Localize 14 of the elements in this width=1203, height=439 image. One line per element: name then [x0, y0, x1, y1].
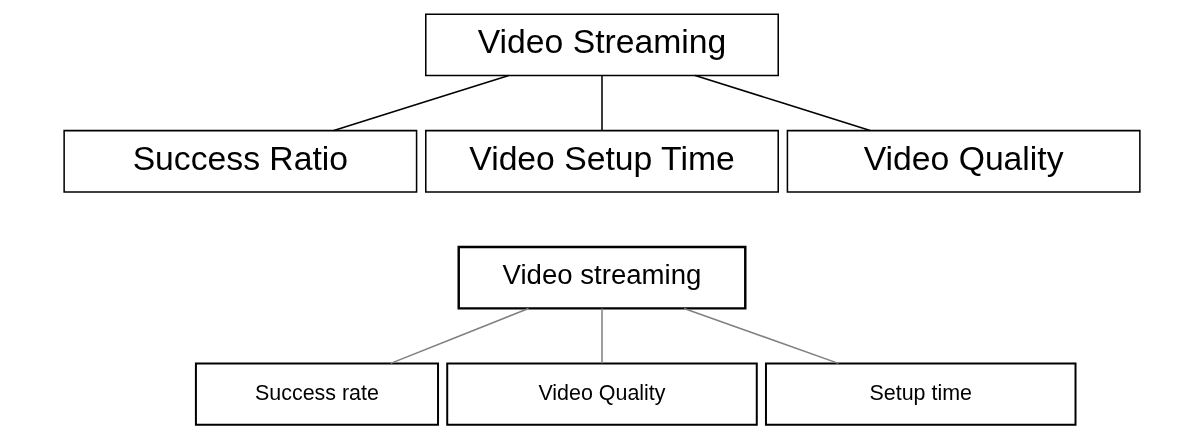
- node-box: Video Quality: [786, 129, 1141, 193]
- connector: [693, 74, 871, 132]
- node-box: Setup time: [764, 362, 1076, 426]
- connector: [682, 307, 839, 365]
- node-box: Success rate: [194, 362, 439, 426]
- node-box: Video streaming: [457, 245, 746, 310]
- node-box: Video Setup Time: [424, 129, 779, 193]
- connector: [600, 307, 603, 364]
- connector: [389, 307, 529, 365]
- node-box: Video Streaming: [424, 13, 779, 77]
- node-box: Video Quality: [445, 362, 758, 426]
- connector: [600, 74, 603, 131]
- node-box: Success Ratio: [62, 129, 417, 193]
- connector: [332, 74, 510, 132]
